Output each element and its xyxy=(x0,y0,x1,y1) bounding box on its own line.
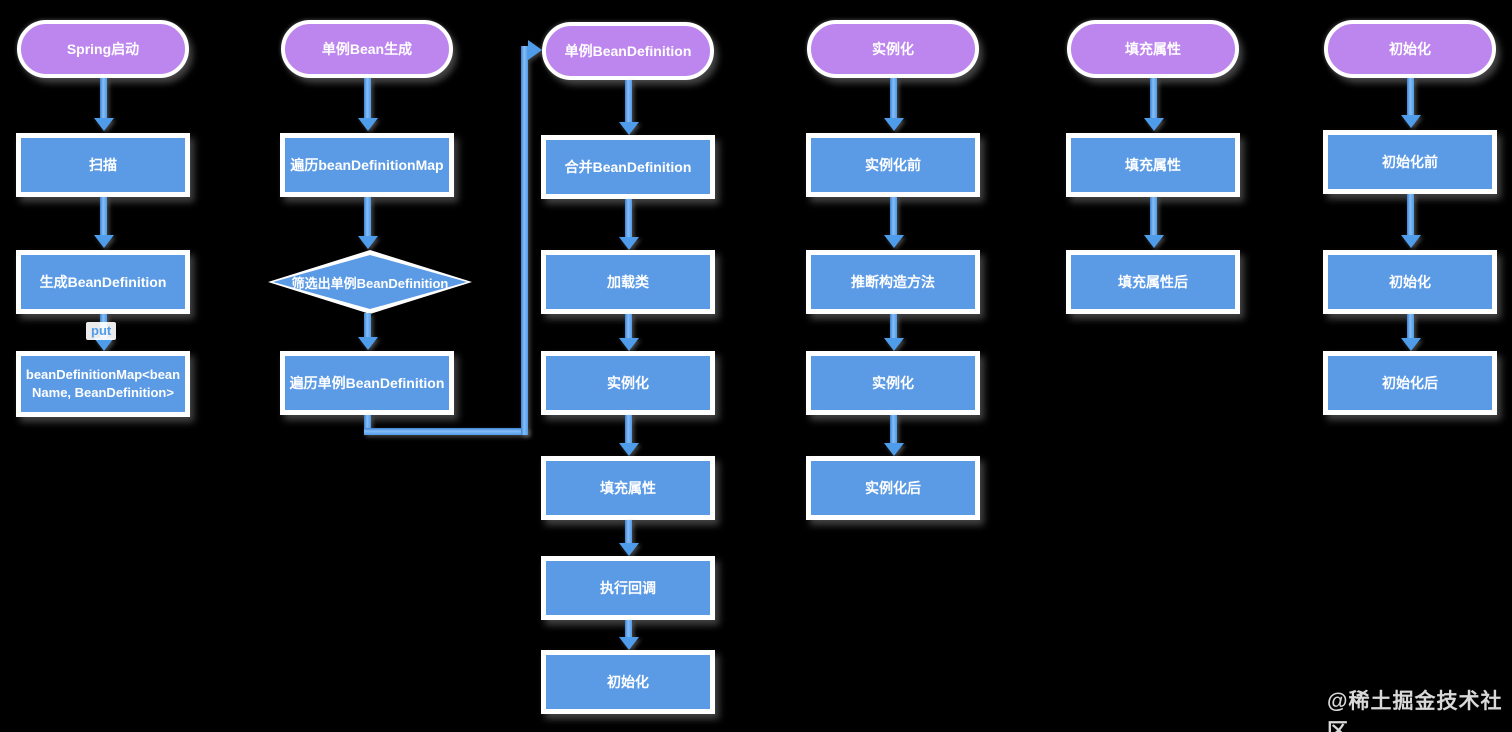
node-instantiate: 实例化 xyxy=(541,351,715,415)
arrow-down xyxy=(100,78,107,131)
node-after-fill-properties: 填充属性后 xyxy=(1066,250,1240,314)
arrow-down xyxy=(625,314,632,351)
node-iterate-beandefinitionmap: 遍历beanDefinitionMap xyxy=(280,133,454,197)
node-fill-properties: 填充属性 xyxy=(541,456,715,520)
diamond-label: 筛选出单例BeanDefinition xyxy=(291,275,449,291)
pill-fill-properties: 填充属性 xyxy=(1067,20,1239,78)
loop-connector-segment xyxy=(364,428,528,435)
arrow-down xyxy=(890,415,897,456)
node-after-instantiation: 实例化后 xyxy=(806,456,980,520)
arrow-down xyxy=(625,520,632,556)
pill-instantiation: 实例化 xyxy=(807,20,979,78)
arrow-down xyxy=(364,313,371,350)
watermark: @稀土掘金技术社区 xyxy=(1327,690,1503,732)
node-before-instantiation: 实例化前 xyxy=(806,133,980,197)
pill-singleton-beandefinition: 单例BeanDefinition xyxy=(542,22,714,80)
loop-connector-segment xyxy=(521,46,528,435)
node-fill-properties-step: 填充属性 xyxy=(1066,133,1240,197)
node-generate-beandefinition: 生成BeanDefinition xyxy=(16,250,190,314)
pill-singleton-bean-creation: 单例Bean生成 xyxy=(281,20,453,78)
diamond-filter-singleton-beandefinition: 筛选出单例BeanDefinition xyxy=(268,250,472,314)
node-execute-callbacks: 执行回调 xyxy=(541,556,715,620)
arrow-down xyxy=(625,415,632,456)
arrow-down xyxy=(890,314,897,351)
arrow-down xyxy=(625,80,632,135)
node-beandefinitionmap: beanDefinitionMap<beanName, BeanDefiniti… xyxy=(16,351,190,417)
node-infer-constructor: 推断构造方法 xyxy=(806,250,980,314)
arrow-down xyxy=(890,197,897,248)
pill-spring-start: Spring启动 xyxy=(17,20,189,78)
loop-connector-arrowhead xyxy=(528,40,542,60)
node-before-initialization: 初始化前 xyxy=(1323,130,1497,194)
arrow-down xyxy=(100,197,107,248)
node-merge-beandefinition: 合并BeanDefinition xyxy=(541,135,715,199)
node-iterate-singleton-beandefinition: 遍历单例BeanDefinition xyxy=(280,351,454,415)
arrow-down xyxy=(1407,194,1414,248)
node-initialize: 初始化 xyxy=(541,650,715,714)
arrow-down xyxy=(625,620,632,650)
pill-initialization: 初始化 xyxy=(1324,20,1496,78)
node-instantiate-step: 实例化 xyxy=(806,351,980,415)
arrow-down xyxy=(1150,78,1157,131)
arrow-down xyxy=(890,78,897,131)
arrow-down xyxy=(1407,314,1414,351)
loop-connector-segment xyxy=(364,415,371,431)
arrow-down xyxy=(364,197,371,249)
arrow-down xyxy=(1407,78,1414,128)
arrow-down xyxy=(364,78,371,131)
arrow-down xyxy=(1150,197,1157,248)
node-load-class: 加载类 xyxy=(541,250,715,314)
edge-label-put: put xyxy=(86,322,117,340)
node-after-initialization: 初始化后 xyxy=(1323,351,1497,415)
arrow-down xyxy=(625,199,632,250)
node-initialize-step: 初始化 xyxy=(1323,250,1497,314)
node-scan: 扫描 xyxy=(16,133,190,197)
